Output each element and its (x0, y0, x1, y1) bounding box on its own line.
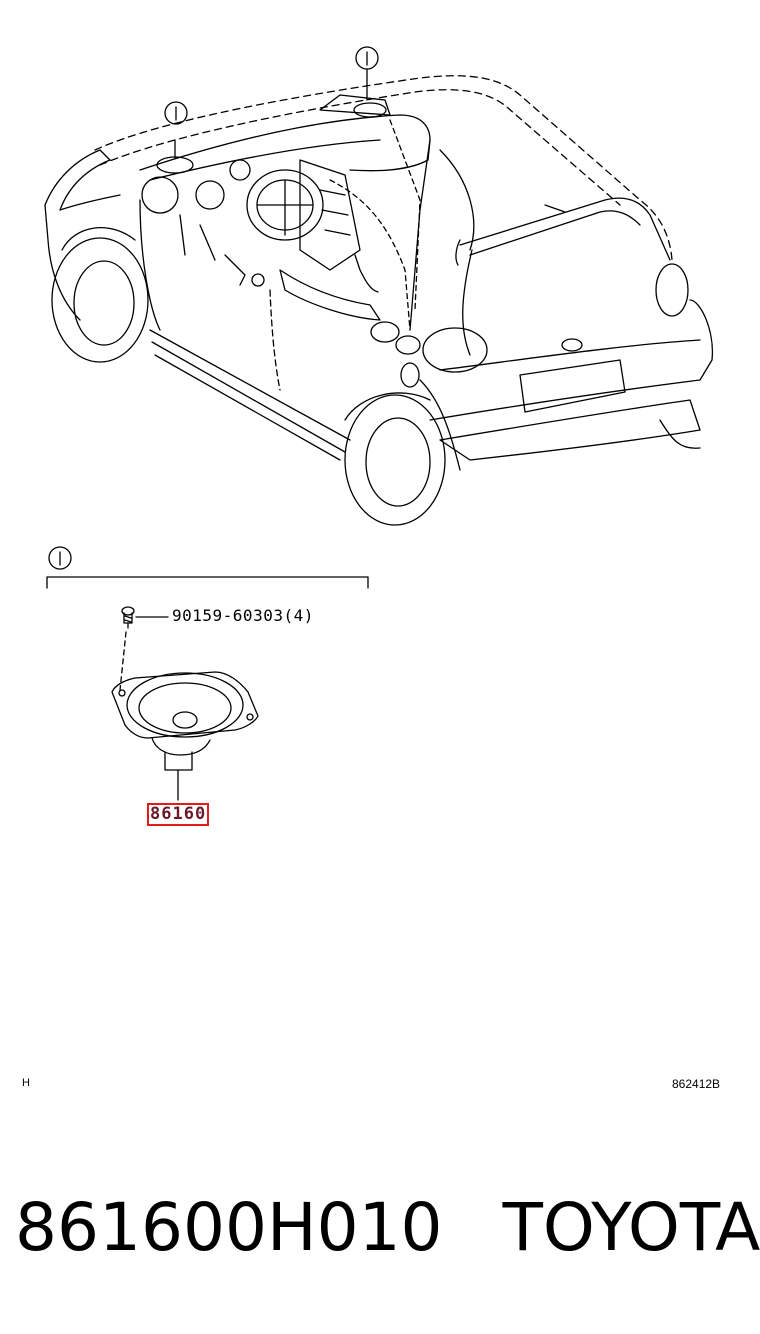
detail-bracket (46, 546, 369, 589)
bolt-part-number[interactable]: 90159-60303(4) (172, 606, 314, 625)
speaker-illustration (111, 671, 259, 801)
footer-part-number: 861600H010 (15, 1189, 443, 1266)
footer-caption: 861600H010 TOYOTA (15, 1188, 760, 1268)
footer-brand: TOYOTA (502, 1189, 760, 1266)
corner-code-left: H (22, 1077, 30, 1089)
parts-diagram (44, 46, 714, 801)
figure-code: 862412B (672, 1077, 721, 1091)
speaker-part-number[interactable]: 86160 (147, 803, 210, 826)
ref-marker-1 (164, 101, 188, 125)
ref-marker-2 (355, 46, 379, 70)
car-illustration (44, 69, 714, 526)
bolt-illustration (119, 606, 169, 691)
